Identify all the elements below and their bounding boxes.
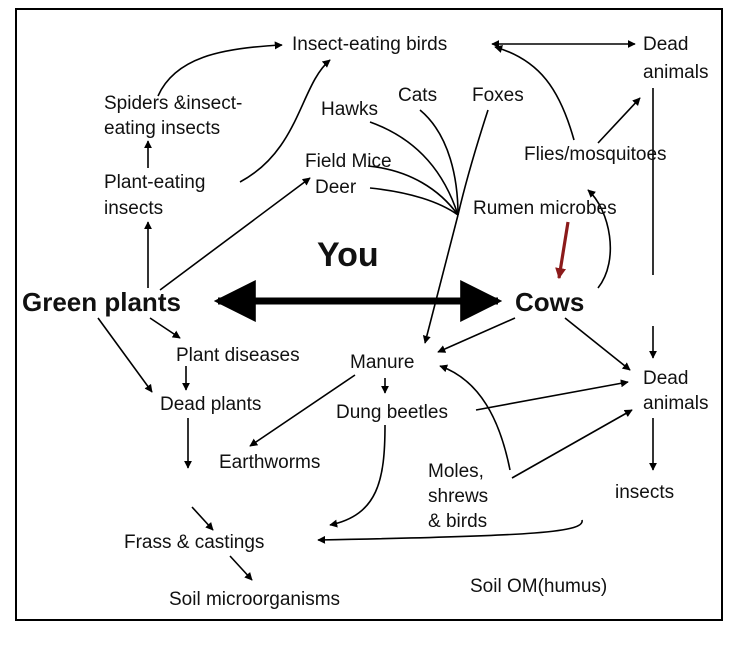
node-green-plants: Green plants: [22, 287, 181, 317]
arrow-dead-plants-to-frass-2: [191, 506, 214, 531]
arrow-cows-to-manure: [437, 317, 516, 353]
node-earthworms: Earthworms: [219, 452, 321, 473]
node-deer: Deer: [315, 177, 357, 198]
node-spiders-line2: eating insects: [104, 118, 221, 139]
node-moles-line2: shrews: [428, 486, 489, 507]
center-label-you: You: [317, 236, 379, 274]
node-dead-animals-top-line2: animals: [643, 62, 709, 83]
node-plant-diseases: Plant diseases: [176, 345, 300, 366]
node-rumen-microbes: Rumen microbes: [473, 198, 617, 219]
arrow-moles-to-dead-animals: [511, 409, 633, 479]
arrow-flies-to-dead-animals: [597, 97, 641, 144]
arrow-green-plants-to-dead-plants: [97, 317, 153, 393]
arrow-moles-to-manure: [439, 364, 511, 471]
arrow-plant-eating-to-birds: [239, 59, 331, 183]
node-dead-plants: Dead plants: [160, 394, 262, 415]
node-dead-animals-mid-line1: Dead: [643, 368, 689, 389]
node-cats: Cats: [398, 85, 438, 106]
node-dead-animals-top-line1: Dead: [643, 34, 689, 55]
arrow-green-plants-to-plant-diseases: [149, 317, 181, 339]
node-soil-om: Soil OM(humus): [470, 576, 608, 597]
node-soil-microorganisms: Soil microorganisms: [169, 589, 341, 610]
arrow-cows-to-dead-animals: [564, 317, 631, 371]
line-deer: [369, 187, 459, 216]
arrow-cows-to-rumen: [587, 189, 612, 289]
diagram-frame: [15, 8, 723, 621]
line-foxes: [457, 109, 489, 216]
arrow-green-plants-to-field-mice: [159, 177, 311, 291]
node-dung-beetles: Dung beetles: [336, 402, 448, 423]
node-insect-eating-birds: Insect-eating birds: [292, 34, 448, 55]
arrow-rumen-to-cows: [555, 221, 570, 280]
arrow-manure-to-earthworms: [249, 374, 356, 447]
node-moles-line3: & birds: [428, 511, 488, 532]
arrow-dung-beetles-to-dead-animals: [475, 379, 629, 411]
node-plant-eating-line2: insects: [104, 198, 164, 219]
node-dead-animals-mid-line2: animals: [643, 393, 709, 414]
node-frass-castings: Frass & castings: [124, 532, 265, 553]
arrow-flies-to-birds: [494, 45, 575, 141]
node-spiders-line1: Spiders &insect-: [104, 93, 243, 114]
node-manure: Manure: [350, 352, 415, 373]
arrow-frass-to-soil-micro: [229, 555, 253, 581]
node-cows: Cows: [515, 287, 585, 317]
arrow-predators-to-manure: [422, 214, 459, 344]
node-flies-mosquitoes: Flies/mosquitoes: [524, 144, 667, 165]
arrow-dung-beetles-to-frass: [329, 424, 386, 528]
line-hawks: [369, 121, 459, 216]
line-cats: [419, 109, 459, 216]
node-foxes: Foxes: [472, 85, 524, 106]
node-hawks: Hawks: [321, 99, 379, 120]
arrow-spiders-to-birds: [157, 41, 283, 97]
node-insects: insects: [615, 482, 675, 503]
node-field-mice: Field Mice: [305, 151, 392, 172]
line-field-mice: [367, 165, 459, 216]
node-plant-eating-line1: Plant-eating: [104, 172, 206, 193]
node-moles-line1: Moles,: [428, 461, 484, 482]
arrow-insects-to-frass: [317, 519, 583, 544]
